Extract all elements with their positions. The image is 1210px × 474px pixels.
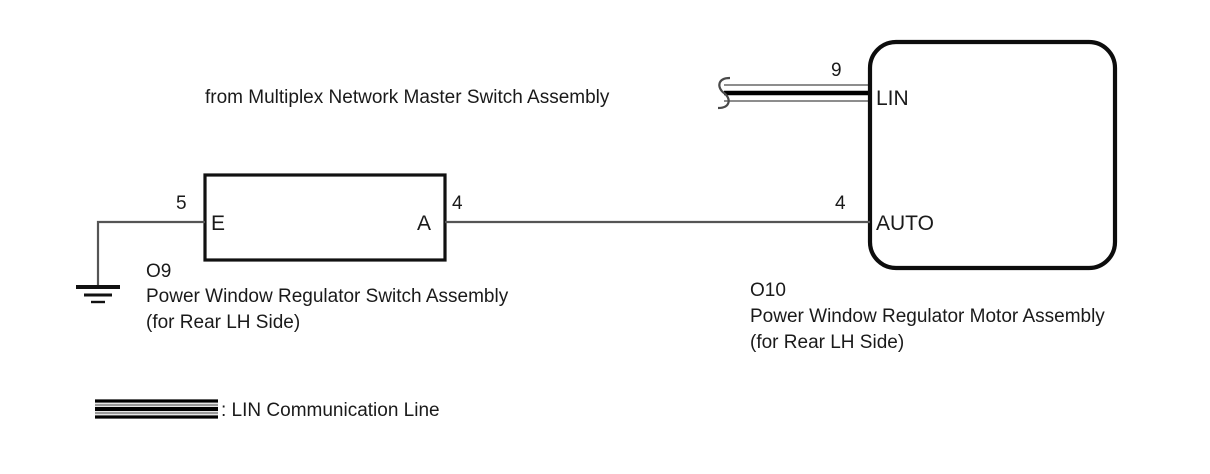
ground-symbol-icon	[76, 285, 120, 304]
legend-lin-swatch-icon	[95, 399, 218, 419]
motor-assembly-box	[867, 39, 1118, 271]
motor-assembly-name: Power Window Regulator Motor Assembly	[750, 306, 1105, 327]
wire-break-squiggle-icon	[717, 76, 731, 110]
motor-terminal-auto-label: AUTO	[876, 212, 934, 235]
lin-communication-wire	[724, 84, 870, 102]
switch-assembly-box	[203, 173, 447, 262]
source-label: from Multiplex Network Master Switch Ass…	[205, 87, 610, 108]
switch-terminal-e-label: E	[211, 212, 225, 235]
wire-switch-e-to-ground	[96, 220, 205, 286]
switch-terminal-a-label: A	[417, 212, 431, 235]
switch-assembly-name: Power Window Regulator Switch Assembly	[146, 286, 509, 307]
pin-number-switch-a: 4	[452, 193, 463, 214]
pin-number-switch-e: 5	[176, 193, 187, 214]
motor-terminal-lin-label: LIN	[876, 87, 909, 110]
legend-label: : LIN Communication Line	[221, 400, 440, 421]
pin-number-motor-auto: 4	[835, 193, 846, 214]
motor-assembly-code: O10	[750, 280, 786, 301]
pin-number-lin: 9	[831, 60, 842, 81]
switch-assembly-code: O9	[146, 261, 171, 282]
switch-assembly-location: (for Rear LH Side)	[146, 312, 300, 333]
motor-assembly-location: (for Rear LH Side)	[750, 332, 904, 353]
